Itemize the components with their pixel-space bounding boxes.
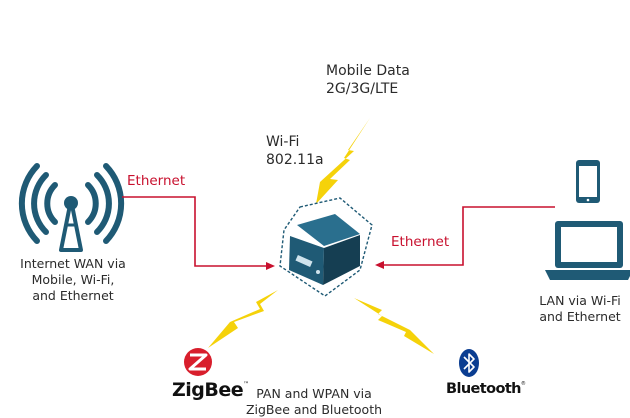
ethernet-label-left: Ethernet bbox=[127, 173, 186, 189]
wifi-label-line1: Wi-Fi bbox=[266, 134, 300, 150]
ethernet-label-right: Ethernet bbox=[391, 234, 450, 250]
zigbee-trademark: ™ bbox=[243, 381, 249, 388]
lan-label-line2: and Ethernet bbox=[539, 309, 621, 324]
ethernet-arrow-left bbox=[266, 262, 275, 270]
zigbee-wordmark: ZigBee™ bbox=[172, 379, 249, 401]
router-device-icon bbox=[279, 197, 373, 297]
lan-label: LAN via Wi-Fi and Ethernet bbox=[530, 293, 630, 325]
wan-label: Internet WAN via Mobile, Wi-Fi, and Ethe… bbox=[18, 256, 128, 304]
laptop-icon bbox=[545, 221, 630, 280]
mobile-data-label-line2: 2G/3G/LTE bbox=[326, 81, 399, 97]
wan-label-line2: Mobile, Wi-Fi, bbox=[31, 272, 115, 287]
pan-label: PAN and WPAN via ZigBee and Bluetooth bbox=[244, 386, 384, 418]
bluetooth-wordmark: Bluetooth® bbox=[446, 381, 526, 397]
wifi-label-line2: 802.11a bbox=[266, 152, 324, 168]
antenna-mast bbox=[59, 196, 83, 252]
lightning-bolt-mobile bbox=[316, 118, 370, 204]
bluetooth-logo-icon bbox=[459, 349, 479, 377]
ethernet-line-left bbox=[122, 196, 268, 267]
lan-label-line1: LAN via Wi-Fi bbox=[539, 293, 621, 308]
ethernet-line-right bbox=[382, 206, 555, 266]
bluetooth-trademark: ® bbox=[520, 381, 526, 387]
lightning-bolt-zigbee bbox=[208, 290, 278, 348]
wan-label-line3: and Ethernet bbox=[32, 288, 114, 303]
zigbee-logo-icon bbox=[184, 348, 212, 376]
wan-label-line1: Internet WAN via bbox=[20, 256, 126, 271]
pan-label-line1: PAN and WPAN via bbox=[256, 386, 372, 401]
lightning-bolt-bluetooth bbox=[354, 298, 434, 354]
broadcast-antenna-icon bbox=[18, 163, 125, 244]
mobile-data-label: Mobile Data 2G/3G/LTE bbox=[326, 62, 410, 98]
ethernet-arrow-right bbox=[375, 261, 384, 269]
smartphone-icon bbox=[576, 160, 600, 203]
zigbee-wordmark-text: ZigBee bbox=[172, 379, 244, 401]
bluetooth-wordmark-text: Bluetooth bbox=[446, 381, 521, 397]
pan-label-line2: ZigBee and Bluetooth bbox=[245, 402, 383, 417]
wifi-label: Wi-Fi 802.11a bbox=[266, 133, 324, 169]
mobile-data-label-line1: Mobile Data bbox=[326, 63, 410, 79]
